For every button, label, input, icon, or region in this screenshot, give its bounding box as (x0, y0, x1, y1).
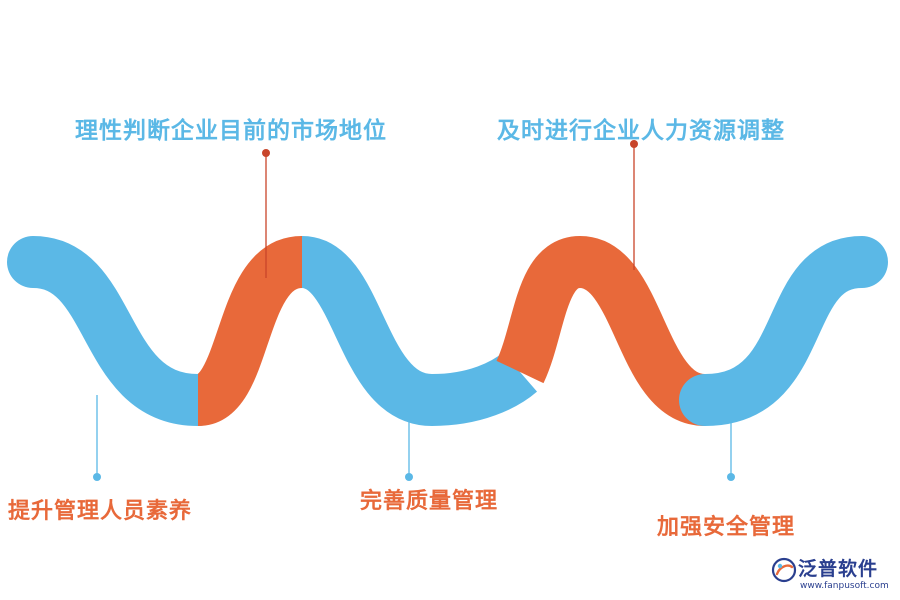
fanpu-logo-icon (771, 557, 797, 583)
label-safety-management: 加强安全管理 (657, 515, 796, 540)
logo-name: 泛普软件 (798, 558, 879, 580)
connector-top-2 (630, 140, 638, 270)
label-quality-management: 完善质量管理 (360, 489, 499, 514)
wave-segment-4 (496, 235, 709, 426)
label-manager-quality: 提升管理人员素养 (8, 499, 193, 524)
label-market-position: 理性判断企业目前的市场地位 (75, 118, 387, 144)
wave-segment-5 (679, 236, 888, 426)
connector-bottom-2 (405, 420, 413, 481)
wave-segment-3 (298, 236, 538, 427)
wave-segment-2 (193, 236, 306, 426)
brand-logo: 泛普软件 www.fanpusoft.com (770, 554, 894, 598)
connector-top-1 (262, 149, 270, 278)
connector-bottom-3 (727, 420, 735, 481)
label-hr-adjustment: 及时进行企业人力资源调整 (497, 118, 785, 144)
logo-url: www.fanpusoft.com (800, 581, 889, 591)
wave-segment-1 (7, 236, 224, 426)
connector-bottom-1 (93, 395, 101, 481)
